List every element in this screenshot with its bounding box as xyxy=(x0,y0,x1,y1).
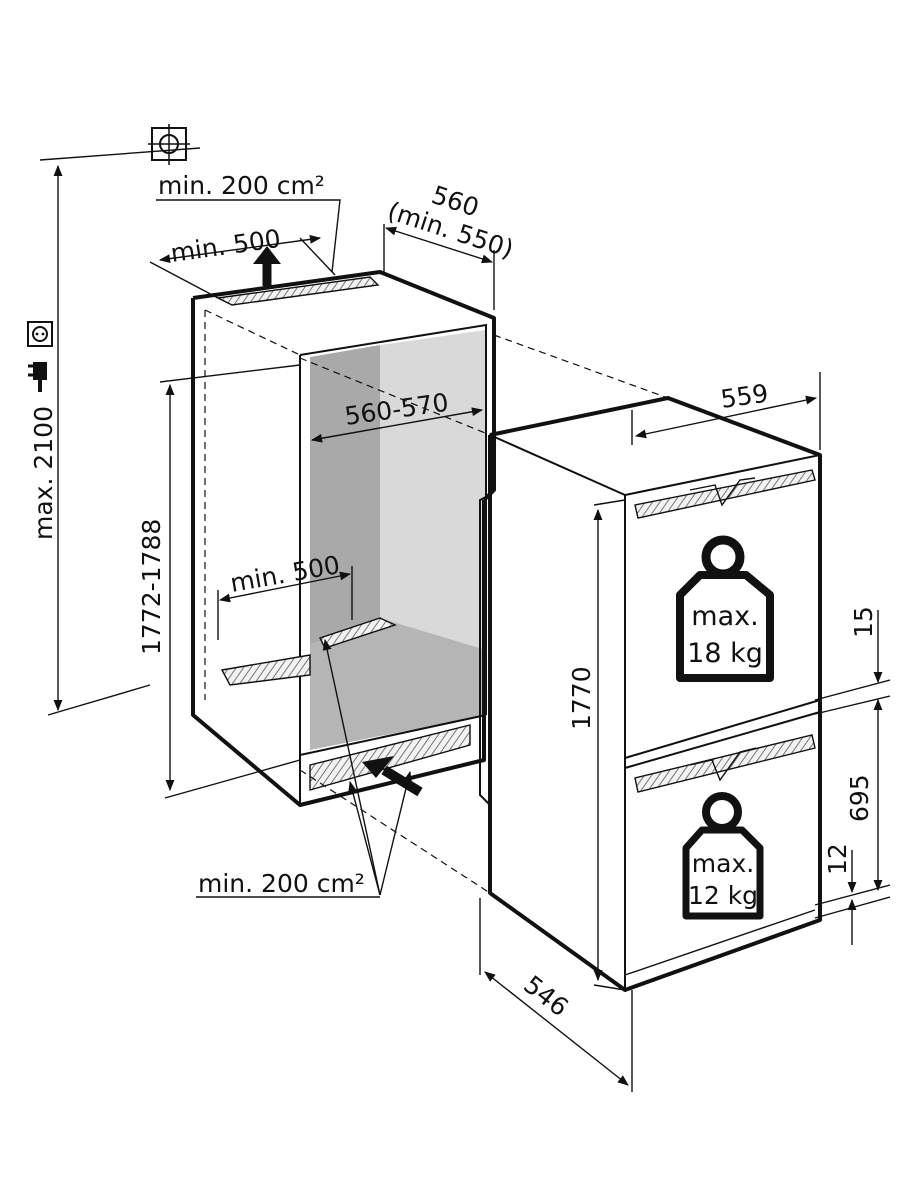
lower-load-value: 12 kg xyxy=(688,881,758,910)
fridge-appliance xyxy=(479,396,822,992)
upper-load-value: 18 kg xyxy=(687,638,763,669)
niche-floor xyxy=(310,618,486,750)
mounting-point-icon xyxy=(148,124,190,165)
appliance-depth-label: 546 xyxy=(518,970,573,1022)
cabinet-opening-top xyxy=(299,323,487,715)
niche-left-wall xyxy=(310,345,380,645)
airflow-arrow-icon xyxy=(362,756,423,797)
door-height-label: 695 xyxy=(845,774,874,822)
dimension-max-height: max. 2100 xyxy=(29,147,201,716)
dimension-niche-depth: 560 (min. 550) xyxy=(383,180,517,310)
upper-hinge-fitting xyxy=(634,469,816,519)
dimension-niche-height: 1772-1788 xyxy=(137,364,301,799)
plug-icon xyxy=(28,362,47,392)
bottom-vent-area-label: min. 200 cm² xyxy=(198,869,365,898)
gap-bottom-label: 12 xyxy=(823,843,852,875)
door-gap-bottom xyxy=(624,711,821,769)
gap-top-label: 15 xyxy=(849,606,878,638)
dimension-appliance-width: 559 xyxy=(631,372,821,450)
fridge-side-lip xyxy=(479,494,491,806)
dimension-appliance-height: 1770 xyxy=(567,499,626,991)
appliance-width-label: 559 xyxy=(719,379,770,414)
weight-icon: max. 18 kg xyxy=(676,535,774,682)
door-gap-top xyxy=(624,699,821,759)
niche-height-label: 1772-1788 xyxy=(137,519,166,655)
upper-hinge-detail xyxy=(689,477,756,507)
niche-back-wall xyxy=(380,330,486,650)
upper-load-max: max. xyxy=(691,601,758,632)
wall-socket-icon xyxy=(27,321,53,347)
top-vent-area-label: min. 200 cm² xyxy=(158,171,325,200)
fridge-top-front-edge xyxy=(489,434,626,496)
dimension-bottom-vent-area: min. 200 cm² xyxy=(196,638,412,898)
fridge-top-right-edge xyxy=(624,454,821,496)
dimension-top-vent-area: min. 200 cm² xyxy=(156,171,341,273)
floor-vent-channel xyxy=(220,654,311,686)
dimension-appliance-depth: 546 xyxy=(479,898,633,1092)
appliance-height-label: 1770 xyxy=(567,666,596,730)
weight-icon: max. 12 kg xyxy=(682,792,764,920)
lower-hinge-detail xyxy=(689,747,757,782)
lower-load-max: max. xyxy=(692,849,754,878)
side-panel-hidden-top xyxy=(204,309,301,356)
top-vent-grille xyxy=(215,276,380,306)
lower-hinge-fitting xyxy=(634,734,816,793)
dimension-door-gaps: 15 695 12 xyxy=(814,606,891,945)
max-height-label: max. 2100 xyxy=(29,406,58,540)
cabinet-plinth-line xyxy=(299,714,487,756)
door-bottom-edge xyxy=(624,909,816,976)
